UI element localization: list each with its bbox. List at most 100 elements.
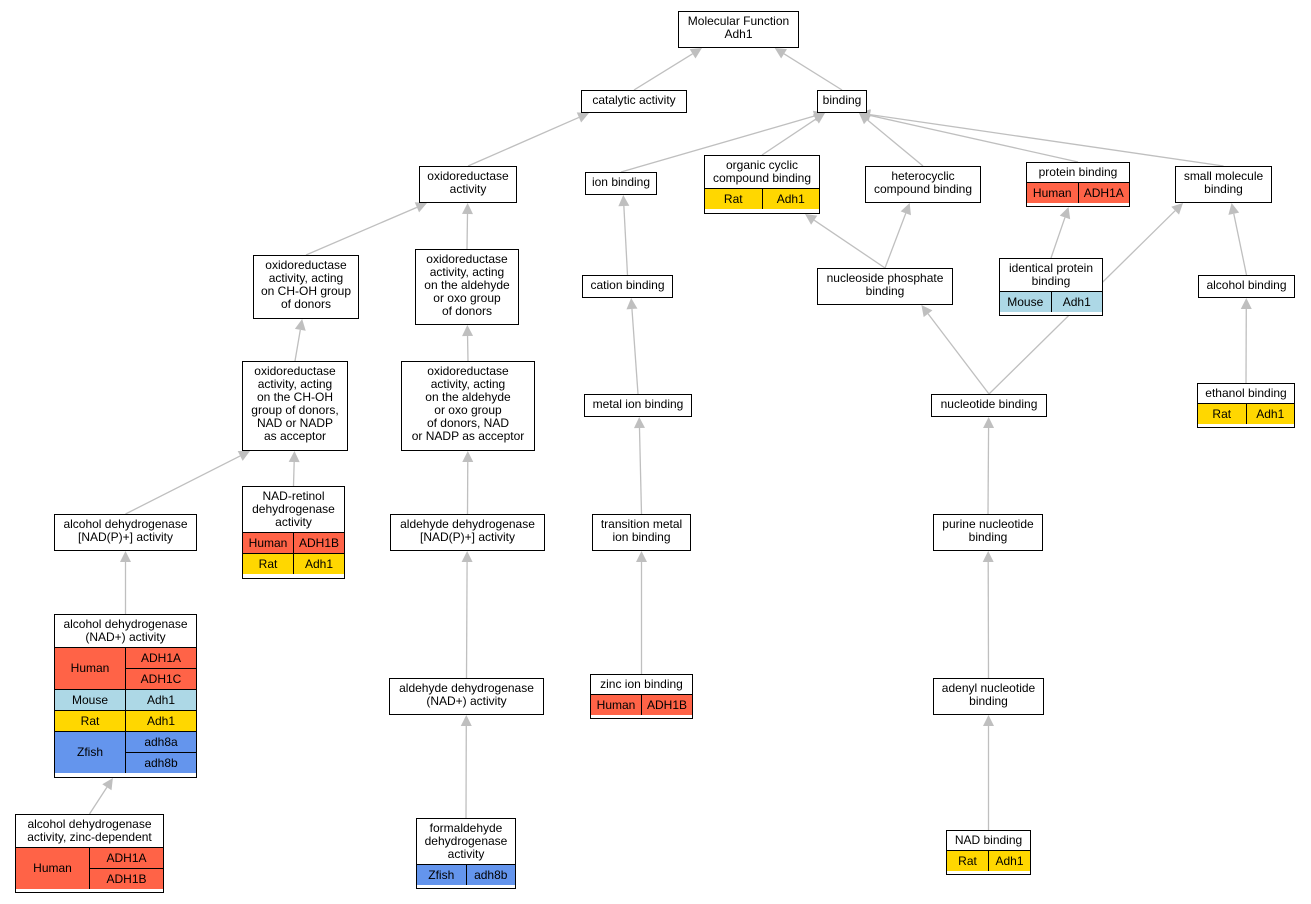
gene-cell[interactable]: ADH1A [125,647,196,669]
arrowhead [633,417,645,429]
arrowhead [1228,203,1240,215]
edge-purb-to-nucb [987,427,990,515]
go-term-catb[interactable]: cation binding [582,275,673,298]
species-cell: Zfish [55,731,126,773]
go-term-title: oxidoreductase activity, acting on the a… [411,364,525,443]
go-term-title: heterocyclic compound binding [873,169,973,196]
go-term-title: organic cyclic compound binding [712,158,812,185]
go-term-hetcyc[interactable]: heterocyclic compound binding [865,166,981,203]
gene-cell[interactable]: ADH1B [641,694,692,715]
gene-cell[interactable]: Adh1 [761,188,819,209]
go-term-title: small molecule binding [1183,169,1264,196]
go-term-metalb[interactable]: metal ion binding [584,394,692,417]
arrowhead [462,451,474,463]
go-term-transb[interactable]: transition metal ion binding [592,514,691,551]
arrowhead [1171,203,1183,215]
gene-cell[interactable]: ADH1A [89,847,163,869]
arrowhead [689,48,702,59]
gene-cell[interactable]: ADH1A [1077,182,1129,203]
go-term-adhzn[interactable]: alcohol dehydrogenase activity, zinc-dep… [15,814,164,893]
arrowhead [900,203,911,216]
arrowhead [102,778,113,791]
edge-ionb-to-bind [620,115,815,173]
go-term-title: alcohol binding [1206,278,1287,292]
go-term-ox_ald[interactable]: oxidoreductase activity, acting on the a… [415,249,519,325]
edge-hetcyc-to-bind [867,119,924,167]
go-term-title: aldehyde dehydrogenase (NAD+) activity [399,681,534,708]
go-term-nucphos[interactable]: nucleoside phosphate binding [817,268,953,305]
go-term-alcb[interactable]: alcohol binding [1198,275,1295,298]
arrowhead [461,203,473,215]
go-term-ox_aldnad[interactable]: oxidoreductase activity, acting on the a… [401,361,535,451]
arrowhead [576,112,589,123]
go-term-title: ion binding [591,175,651,189]
go-term-ox_chohnad[interactable]: oxidoreductase activity, acting on the C… [242,361,348,451]
edge-metalb-to-catb [631,308,639,395]
go-term-nucb[interactable]: nucleotide binding [931,394,1047,417]
go-term-title: alcohol dehydrogenase activity, zinc-dep… [27,817,152,844]
go-term-smallmol[interactable]: small molecule binding [1175,166,1272,203]
species-cell: Human [1027,182,1078,203]
go-term-aldhnad[interactable]: aldehyde dehydrogenase (NAD+) activity [389,678,544,715]
species-cell: Rat [243,553,294,574]
edge-nucb-to-nucphos [927,313,990,395]
arrowhead [859,109,871,121]
edge-orgcyc-to-bind [761,118,817,156]
go-term-title: nucleotide binding [940,397,1038,411]
species-cell: Mouse [1000,291,1051,312]
go-term-title: zinc ion binding [600,677,683,691]
go-term-ionb[interactable]: ion binding [585,172,657,195]
gene-cell[interactable]: ADH1B [293,532,344,554]
gene-cell[interactable]: ADH1B [89,868,163,889]
go-term-oxred[interactable]: oxidoreductase activity [419,166,517,203]
gene-cell[interactable]: adh8b [125,752,196,773]
gene-cell[interactable]: Adh1 [988,850,1030,871]
go-term-ox_choh[interactable]: oxidoreductase activity, acting on CH-OH… [253,255,359,319]
gene-cell[interactable]: adh8a [125,731,196,753]
go-term-title: oxidoreductase activity, acting on CH-OH… [260,258,352,311]
gene-cell[interactable]: Adh1 [293,553,344,574]
go-term-adhnadp[interactable]: alcohol dehydrogenase [NAD(P)+] activity [54,514,197,551]
gene-cell[interactable]: Adh1 [125,689,196,711]
edge-nucphos-to-hetcyc [884,213,907,269]
edge-nadret-to-ox_chohnad [292,461,295,487]
go-term-aldhnadp[interactable]: aldehyde dehydrogenase [NAD(P)+] activit… [390,514,545,551]
go-term-title: cation binding [590,278,665,292]
species-cell: Zfish [417,864,466,885]
go-term-mf[interactable]: Molecular Function Adh1 [678,11,799,48]
gene-cell[interactable]: Adh1 [1050,291,1102,312]
species-cell: Human [55,647,126,690]
go-term-bind[interactable]: binding [817,90,867,113]
go-term-purb[interactable]: purine nucleotide binding [933,514,1043,551]
gene-cell[interactable]: adh8b [465,864,515,885]
species-cell: Human [591,694,642,715]
gene-cell[interactable]: ADH1C [125,668,196,690]
edge-identprot-to-protb [1050,217,1066,259]
species-cell: Rat [947,850,989,871]
species-cell: Rat [1198,403,1246,424]
gene-cell[interactable]: Adh1 [125,710,196,732]
go-term-cat[interactable]: catalytic activity [581,90,687,113]
arrowhead [461,551,473,563]
arrowhead [1240,298,1252,310]
species-cell: Rat [705,188,762,209]
go-term-title: protein binding [1038,165,1118,179]
gene-cell[interactable]: Adh1 [1245,403,1294,424]
go-term-adenb[interactable]: adenyl nucleotide binding [933,678,1044,715]
